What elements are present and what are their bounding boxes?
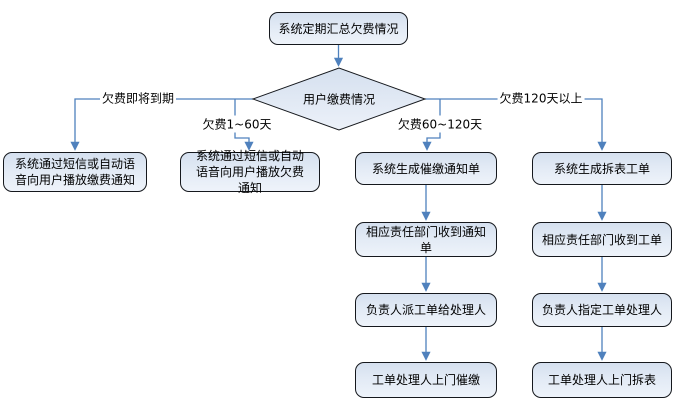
node-decision-payment-status: 用户缴费情况 <box>302 92 376 107</box>
node-dept-receive-order: 相应责任部门收到工单 <box>532 222 672 257</box>
node-start-summarize-arrears: 系统定期汇总欠费情况 <box>269 12 408 45</box>
edge-decision-to-branch4 <box>425 98 607 151</box>
edge-decision-to-branch1 <box>70 98 253 151</box>
label-arrears-over-120-days: 欠费120天以上 <box>497 89 585 107</box>
node-door-to-door-collection: 工单处理人上门催缴 <box>355 362 497 398</box>
decision-diamond-shape <box>251 67 427 131</box>
label-arrears-1-60-days: 欠费1~60天 <box>200 115 274 133</box>
node-designate-order-handler: 负责人指定工单处理人 <box>532 293 672 327</box>
node-door-to-door-meter-removal: 工单处理人上门拆表 <box>532 362 672 398</box>
node-dispatch-order-to-handler: 负责人派工单给处理人 <box>355 293 497 327</box>
node-sms-arrears-notice: 系统通过短信或自动语音向用户播放欠费通知 <box>180 149 320 195</box>
label-arrears-60-120-days: 欠费60~120天 <box>395 115 485 133</box>
label-arrears-due-soon: 欠费即将到期 <box>99 89 177 107</box>
node-sms-payment-notice: 系统通过短信或自动语音向用户播放缴费通知 <box>3 152 147 192</box>
node-dept-receive-notice: 相应责任部门收到通知单 <box>355 222 497 257</box>
node-generate-meter-removal-order: 系统生成拆表工单 <box>532 152 672 185</box>
node-generate-reminder-notice: 系统生成催缴通知单 <box>355 152 497 185</box>
